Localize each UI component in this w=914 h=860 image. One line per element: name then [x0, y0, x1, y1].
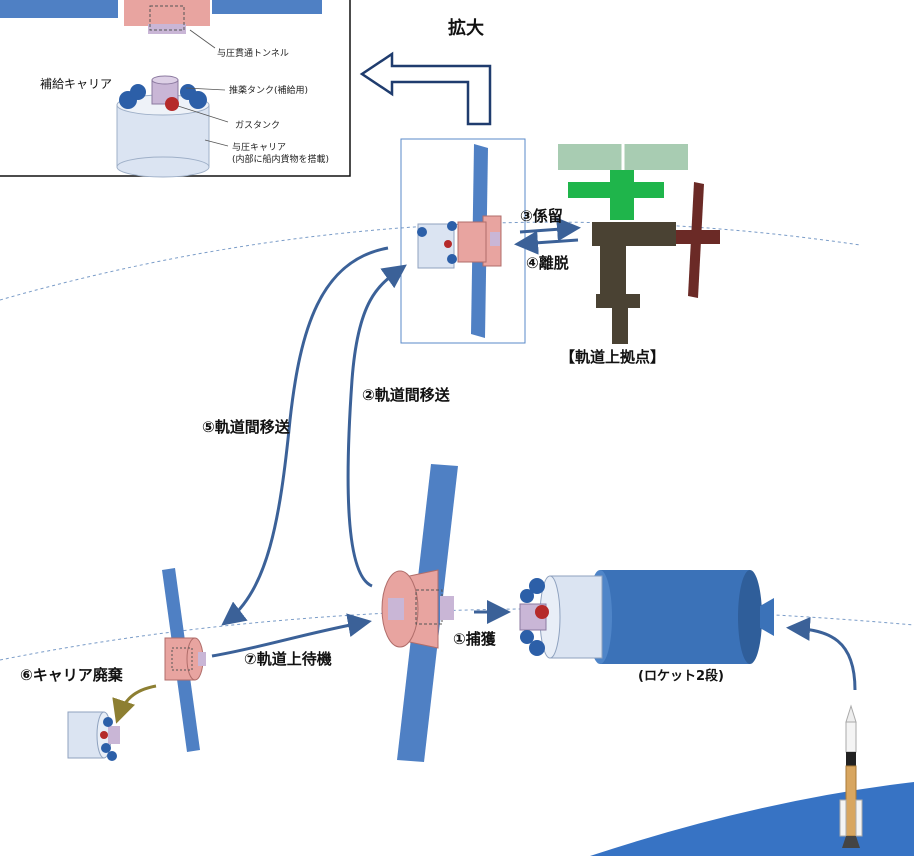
disposal-label: ⑥キャリア廃棄 [20, 666, 124, 684]
space-station [558, 144, 720, 344]
transfer5-label: ⑤軌道間移送 [202, 418, 291, 436]
rocket-stage-label: (ロケット2段) [638, 668, 724, 684]
pressurized-carrier-label-2: (内部に船内貨物を搭載) [232, 153, 329, 165]
standby-label: ⑦軌道上待機 [244, 650, 332, 668]
propellant-tank-label: 推薬タンク(補給用) [229, 84, 308, 96]
zoom-label: 拡大 [448, 17, 484, 39]
inset-panel: 与圧貫通トンネル 補給キャリア 推薬タンク(補給用) ガスタンク 与圧キャリア … [0, 0, 351, 178]
transfer-arrow-2 [346, 264, 407, 588]
station-label: 【軌道上拠点】 [560, 348, 665, 366]
transfer-arrow-5 [221, 246, 389, 626]
depart-label: ④離脱 [526, 254, 569, 272]
upper-satellite [417, 144, 502, 338]
transfer2-label: ②軌道間移送 [362, 386, 451, 404]
gas-tank-label: ガスタンク [235, 120, 280, 131]
standby-arrow [211, 613, 372, 658]
zoom-arrow [359, 51, 492, 126]
rocket-second-stage [519, 570, 774, 664]
transfer-vehicle [381, 464, 458, 762]
discarded-carrier [67, 711, 120, 761]
earth-shape [590, 782, 914, 856]
standby-vehicle [162, 568, 206, 752]
disposal-arrow [112, 684, 157, 724]
capture-label: ①捕獲 [453, 630, 497, 648]
launch-rocket [839, 704, 863, 848]
moor-label: ③係留 [520, 207, 563, 225]
tunnel-label: 与圧貫通トンネル [217, 48, 289, 59]
pressurized-carrier-label-1: 与圧キャリア [232, 142, 286, 153]
launch-arrow [786, 616, 857, 691]
carrier-title: 補給キャリア [40, 77, 112, 91]
